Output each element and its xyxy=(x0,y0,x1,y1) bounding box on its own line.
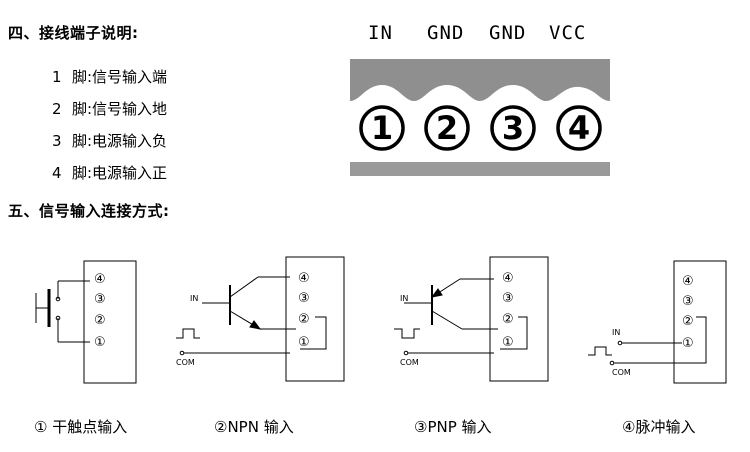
d3-mark-2: ② xyxy=(502,312,514,327)
pin-number: 3 xyxy=(52,132,62,150)
diagram-pulse xyxy=(588,260,727,384)
pin-text: 脚:信号输入端 xyxy=(72,68,168,86)
pin-number: 1 xyxy=(52,68,62,86)
d2-com-label: COM xyxy=(176,358,195,367)
d3-mark-3: ③ xyxy=(502,291,514,306)
pin-number: 4 xyxy=(52,164,62,182)
terminal-number-2: 2 xyxy=(436,109,458,147)
caption-pnp: ③PNP 输入 xyxy=(414,418,492,436)
pin-desc-4: 4 脚:电源输入正 xyxy=(52,162,167,183)
d4-mark-4: ④ xyxy=(682,274,694,289)
d1-mark-1: ① xyxy=(94,335,106,350)
d2-mark-4: ④ xyxy=(298,271,310,286)
d4-in-label: IN xyxy=(612,328,620,337)
d1-mark-3: ③ xyxy=(94,292,106,307)
d4-mark-2: ② xyxy=(682,314,694,329)
pin-desc-2: 2 脚:信号输入地 xyxy=(52,98,167,119)
terminal-block-illustration: 1 2 3 4 xyxy=(350,59,610,176)
d2-mark-1: ① xyxy=(298,335,310,350)
d4-mark-1: ① xyxy=(682,336,694,351)
d2-mark-2: ② xyxy=(298,312,310,327)
d4-mark-3: ③ xyxy=(682,294,694,309)
d1-mark-2: ② xyxy=(94,313,106,328)
d3-mark-1: ① xyxy=(502,335,514,350)
d2-mark-3: ③ xyxy=(298,291,310,306)
terminal-label-gnd-1: GND xyxy=(427,22,465,44)
pin-text: 脚:电源输入负 xyxy=(72,132,168,150)
terminal-number-1: 1 xyxy=(371,109,393,147)
caption-dry-contact: ① 干触点输入 xyxy=(34,418,128,436)
terminal-label-in: IN xyxy=(368,22,393,44)
d4-com-label: COM xyxy=(612,368,631,377)
terminal-circle-4: 4 xyxy=(556,105,602,151)
d3-com-label: COM xyxy=(400,358,419,367)
terminal-circle-2: 2 xyxy=(424,105,470,151)
pin-desc-1: 1 脚:信号输入端 xyxy=(52,66,167,87)
terminal-circle-3: 3 xyxy=(490,105,536,151)
section5-title: 五、信号输入连接方式: xyxy=(8,202,170,220)
terminal-circle-1: 1 xyxy=(359,105,405,151)
d3-in-label: IN xyxy=(400,294,408,303)
terminal-label-vcc: VCC xyxy=(549,22,587,44)
d1-mark-4: ④ xyxy=(94,272,106,287)
pin-desc-3: 3 脚:电源输入负 xyxy=(52,130,167,151)
terminal-number-3: 3 xyxy=(502,109,524,147)
caption-pulse: ④脉冲输入 xyxy=(622,418,696,436)
pin-text: 脚:电源输入正 xyxy=(72,164,168,182)
diagram-dry-contact xyxy=(35,260,137,384)
diagram-npn xyxy=(176,256,345,382)
terminal-label-gnd-2: GND xyxy=(489,22,527,44)
pin-text: 脚:信号输入地 xyxy=(72,100,168,118)
d3-mark-4: ④ xyxy=(502,271,514,286)
wiring-diagrams: ④ ③ ② ① ④ ③ ② ① ④ ③ ② ① ④ ③ ② ① IN COM I… xyxy=(35,256,727,384)
caption-npn: ②NPN 输入 xyxy=(214,418,294,436)
diagram-pnp xyxy=(394,256,549,382)
d2-in-label: IN xyxy=(190,294,198,303)
section4-title: 四、接线端子说明: xyxy=(8,24,139,42)
terminal-number-4: 4 xyxy=(568,109,590,147)
pin-number: 2 xyxy=(52,100,62,118)
